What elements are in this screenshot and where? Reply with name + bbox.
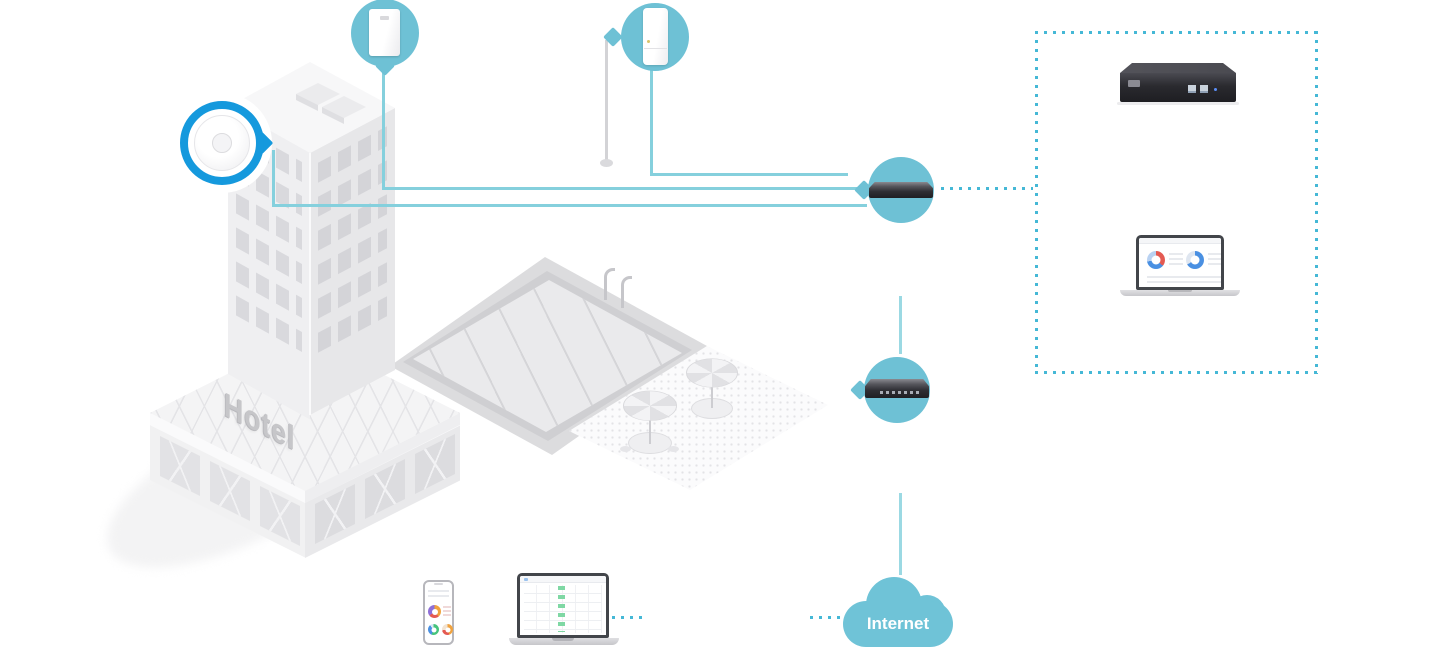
pool-ladder-rail — [621, 276, 632, 308]
management-laptop-notch — [1168, 290, 1192, 292]
management-box-border-bottom — [1035, 371, 1318, 374]
outdoor-ap-icon — [643, 8, 668, 65]
internet-cloud-body — [843, 601, 953, 647]
controller-icon — [1120, 73, 1236, 102]
management-laptop-screen — [1136, 235, 1224, 290]
phone-donut-chart — [428, 605, 441, 618]
table-header-dot — [524, 578, 528, 581]
pool-ladder-rail — [604, 268, 615, 300]
controller-led — [1214, 88, 1217, 91]
phone-donut-chart — [428, 624, 439, 635]
admin-laptop-screen — [517, 573, 609, 638]
cable-outdoor-ap-vertical — [650, 70, 653, 176]
cable-switch-to-internet — [899, 493, 902, 575]
wall-ap-logo-mark — [380, 16, 389, 20]
umbrella-pole — [711, 372, 713, 408]
phone-text-lines — [443, 606, 451, 617]
dotted-link-switch-to-controller — [941, 187, 1033, 190]
cable-ceiling-ap-vertical — [272, 150, 275, 207]
donut-hole — [1151, 255, 1161, 265]
switch-upper-icon — [869, 182, 933, 198]
table-green-column — [558, 586, 565, 632]
controller-shadow — [1117, 102, 1239, 105]
phone-speaker — [434, 583, 443, 585]
umbrella-canopy — [623, 390, 677, 421]
cable-wall-ap-horizontal — [382, 187, 858, 190]
cable-switch-to-switch — [899, 296, 902, 354]
dashboard-text-lines — [1147, 276, 1221, 286]
phone-donut-chart — [442, 624, 453, 635]
internet-cloud-label: Internet — [866, 614, 930, 633]
dashboard-topbar — [1139, 238, 1221, 244]
management-box-border-right — [1315, 31, 1318, 374]
table-header-row — [520, 576, 606, 583]
switch-lower-icon — [865, 379, 929, 398]
dashboard-text-lines — [1169, 253, 1183, 267]
phone-text-lines — [428, 590, 449, 600]
dashboard-donut-chart — [1147, 251, 1165, 269]
dashboard-donut-chart — [1186, 251, 1204, 269]
tower-corner-highlight — [309, 153, 311, 415]
cable-wall-ap-vertical — [382, 70, 385, 190]
mounting-pole-base — [600, 159, 613, 167]
dotted-link-laptop-to-internet — [612, 616, 646, 619]
management-box-border-top — [1035, 31, 1318, 34]
outdoor-ap-seam — [644, 48, 667, 49]
mounting-pole — [605, 40, 608, 163]
umbrella-canopy — [686, 358, 738, 388]
dotted-link-internet-inbound — [810, 616, 844, 619]
patio-stool — [668, 446, 679, 452]
management-laptop-base — [1120, 290, 1240, 296]
admin-laptop-notch — [552, 638, 574, 641]
donut-hole — [431, 627, 436, 632]
admin-laptop-base — [509, 638, 619, 645]
ceiling-ap-icon — [194, 115, 250, 171]
ceiling-ap-center — [212, 133, 232, 153]
donut-hole — [431, 608, 438, 615]
controller-port — [1200, 85, 1208, 93]
donut-hole — [445, 627, 450, 632]
cable-outdoor-ap-horizontal — [650, 173, 848, 176]
controller-logo-mark — [1128, 80, 1140, 87]
dashboard-text-lines — [1208, 253, 1221, 267]
umbrella-pole — [649, 406, 651, 444]
controller-port — [1188, 85, 1196, 93]
donut-hole — [1190, 255, 1200, 265]
patio-stool — [620, 446, 631, 452]
cable-ceiling-ap-horizontal — [272, 204, 867, 207]
outdoor-ap-led — [647, 40, 650, 43]
switch-lower-ports — [880, 391, 920, 394]
management-box-border-left — [1035, 31, 1038, 374]
